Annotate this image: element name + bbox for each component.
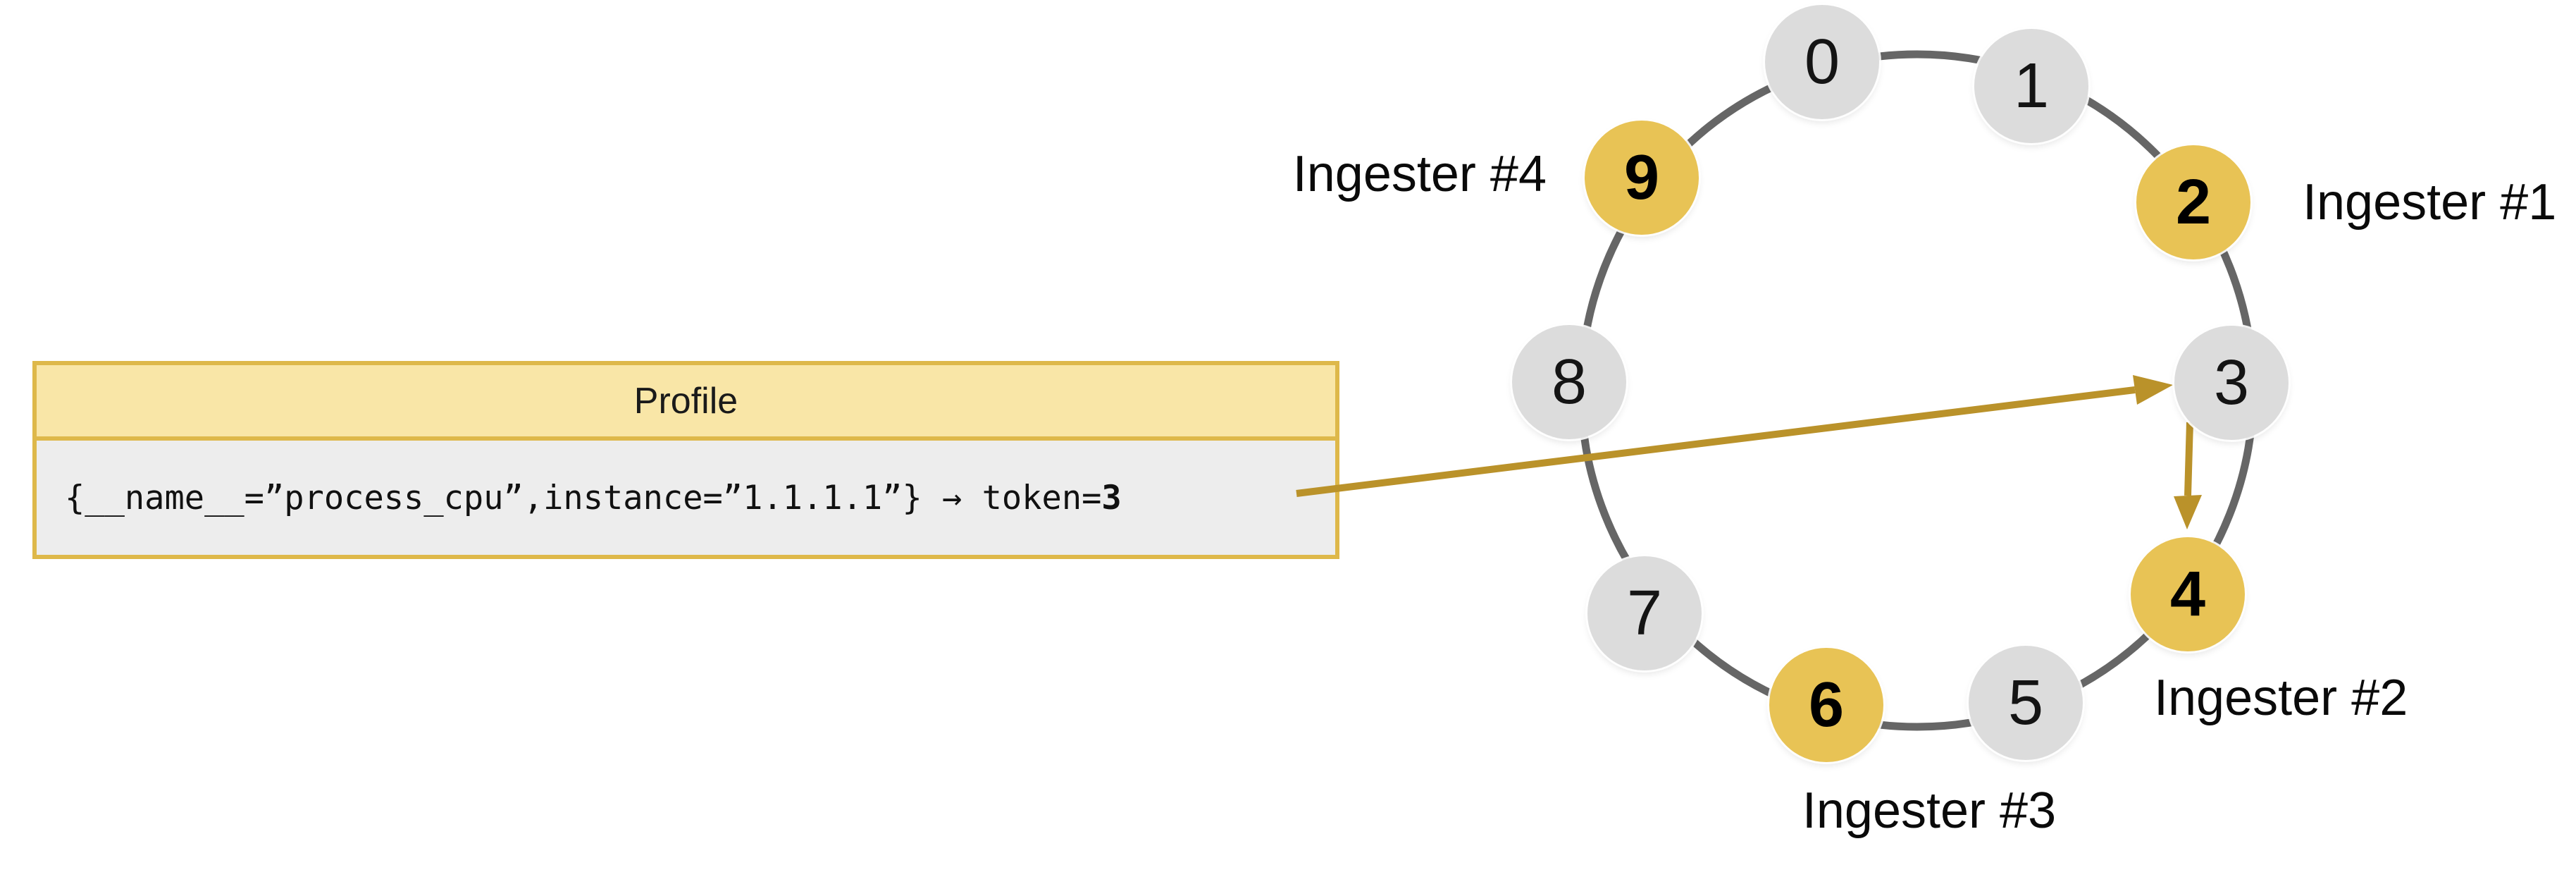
ring-node-7: 7 xyxy=(1587,556,1702,670)
ring-node-5: 5 xyxy=(1969,646,2083,760)
profile-to-token-arrow xyxy=(1296,386,2136,497)
ingester-4-label: Ingester #4 xyxy=(1292,146,1547,202)
token-to-ingester-arrow xyxy=(2184,422,2193,496)
series-selector-text: {__name__=”process_cpu”,instance=”1.1.1.… xyxy=(65,478,1102,517)
ingester-2-label: Ingester #2 xyxy=(2154,670,2408,726)
ring-node-2-ingester-1: 2 xyxy=(2136,145,2250,259)
profile-box-title: Profile xyxy=(37,365,1335,441)
ingester-3-label: Ingester #3 xyxy=(1802,783,2057,839)
profile-to-token-arrowhead xyxy=(2133,375,2173,405)
ring-node-9-ingester-4: 9 xyxy=(1585,121,1699,235)
token-value: 3 xyxy=(1101,478,1122,517)
ring-node-4-ingester-2: 4 xyxy=(2131,537,2245,651)
ring-node-8: 8 xyxy=(1512,325,1626,439)
ring-node-6-ingester-3: 6 xyxy=(1769,648,1883,762)
token-to-ingester-arrowhead xyxy=(2174,495,2202,529)
ring-node-3: 3 xyxy=(2174,326,2289,440)
profile-box: Profile {__name__=”process_cpu”,instance… xyxy=(32,361,1339,559)
ingester-1-label: Ingester #1 xyxy=(2303,174,2557,231)
profile-box-body: {__name__=”process_cpu”,instance=”1.1.1.… xyxy=(37,441,1335,555)
ring-node-0: 0 xyxy=(1765,5,1879,119)
ring-node-1: 1 xyxy=(1974,29,2088,143)
